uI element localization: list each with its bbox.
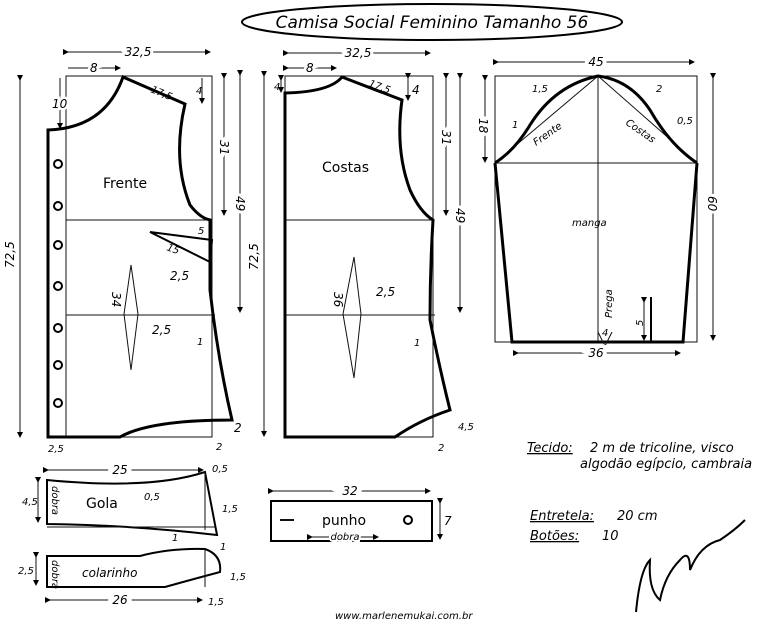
collar-dimension-arrows (33, 467, 204, 603)
back-armhole-label: 31 (439, 130, 453, 145)
back-side-in-label: 1 (414, 338, 420, 349)
sleeve-pleat-width-label: 4 (602, 328, 608, 339)
sleeve-front-label: Frente (531, 121, 564, 149)
front-width-label: 32,5 (125, 45, 152, 59)
front-neck-depth-label: 10 (52, 97, 68, 111)
back-waist-dart-label: 36 (331, 292, 345, 308)
sleeve-cap-height-label: 18 (476, 118, 490, 134)
collar-width-label: 25 (112, 463, 127, 477)
signature (635, 519, 746, 613)
collar-stand-d3-label: 1,5 (208, 597, 224, 608)
back-neck-depth-label: 4 (274, 82, 280, 93)
back-shoulder-drop-label: 4 (412, 83, 420, 97)
front-waist-length-label: 49 (233, 196, 247, 211)
collar-height-label: 4,5 (22, 497, 38, 508)
title-oval (241, 3, 623, 41)
collar-stand-d2-label: 1,5 (230, 572, 246, 583)
cuff-width-label: 32 (342, 484, 357, 498)
back-hem-out-label: 2 (438, 443, 444, 454)
collar-stand-piece-name: colarinho (82, 566, 137, 580)
back-piece-name: Costas (322, 160, 369, 176)
back-neck-width-label: 8 (306, 61, 314, 75)
front-piece (46, 74, 234, 439)
front-placket-label: 2,5 (48, 444, 64, 455)
collar-stand-d1-label: 1 (220, 542, 226, 553)
cuff-dimension-arrows (268, 488, 443, 540)
buttons-value: 10 (602, 529, 619, 544)
cuff-piece (270, 500, 433, 542)
back-piece (283, 75, 452, 439)
sleeve-width-label: 45 (588, 55, 603, 69)
back-shoulder-label: 17,5 (367, 78, 392, 96)
back-waist-length-label: 49 (453, 208, 467, 223)
back-width-label: 32,5 (345, 46, 372, 60)
sleeve-back-label: Costas (623, 117, 657, 145)
collar-d2-label: 0,5 (144, 492, 160, 503)
front-shoulder-label: 17,5 (149, 85, 174, 104)
page-title: Camisa Social Feminino Tamanho 56 (276, 13, 589, 33)
back-length-label: 72,5 (247, 243, 261, 270)
back-hem-rise-label: 4,5 (458, 422, 474, 433)
front-waist-dart-label: 34 (109, 292, 123, 307)
buttons-label: Botões: (530, 529, 579, 544)
cuff-fold-label: dobra (330, 532, 359, 543)
front-hem-out-label: 2 (216, 442, 222, 453)
front-dart-height-label: 5 (198, 226, 204, 237)
front-neck-width-label: 8 (90, 61, 98, 75)
front-side-in-label: 1 (197, 337, 203, 348)
collar-fold-label: dobra (49, 486, 60, 515)
cuff-piece-name: punho (322, 513, 366, 529)
interfacing-value: 20 cm (617, 509, 658, 524)
sleeve-pleat-label: Prega (604, 289, 615, 318)
collar-stand-piece (46, 547, 222, 588)
fabric-label: Tecido: (527, 441, 573, 456)
fabric-line-1: 2 m de tricoline, visco (590, 441, 734, 456)
front-waist-dart-width-label: 2,5 (152, 323, 171, 337)
sleeve-dimension-arrows (493, 59, 716, 356)
sleeve-back-05-label: 0,5 (677, 116, 693, 127)
buttonhole-icons (53, 159, 63, 408)
back-dimension-arrows (261, 50, 488, 437)
front-armhole-label: 31 (217, 140, 231, 155)
collar-stand-fold-label: dobra (49, 560, 60, 589)
front-dart-length-label: 15 (165, 242, 181, 257)
front-dart-width-label: 2,5 (170, 269, 189, 283)
sleeve-hem-width-label: 36 (588, 346, 604, 360)
front-dimension-arrows (17, 49, 243, 438)
collar-band-piece (46, 470, 219, 537)
front-shoulder-drop-label: 4 (196, 86, 202, 97)
sleeve-piece (493, 74, 699, 348)
footer-url: www.marlenemukai.com.br (335, 611, 473, 619)
collar-piece-name: Gola (86, 496, 118, 512)
sleeve-piece-name: manga (572, 218, 607, 229)
front-length-label: 72,5 (3, 241, 17, 268)
front-piece-name: Frente (103, 176, 147, 192)
sleeve-slit-label: 5 (635, 320, 646, 326)
sleeve-front-15-label: 1,5 (532, 84, 548, 95)
sleeve-length-label: 60 (705, 196, 719, 212)
cuff-buttonhole-icon (403, 515, 413, 525)
collar-stand-width-label: 26 (112, 593, 128, 607)
collar-stand-height-label: 2,5 (18, 566, 34, 577)
collar-d1-label: 0,5 (212, 464, 228, 475)
collar-d4-label: 1 (172, 533, 178, 544)
sleeve-front-1-label: 1 (512, 120, 518, 131)
collar-d3-label: 1,5 (222, 504, 238, 515)
fabric-line-2: algodão egípcio, cambraia (580, 457, 752, 472)
sleeve-back-2-label: 2 (656, 84, 662, 95)
front-hem-rise-label: 2 (234, 421, 242, 435)
cuff-height-label: 7 (444, 514, 452, 528)
interfacing-label: Entretela: (530, 509, 594, 524)
back-waist-dart-width-label: 2,5 (376, 285, 395, 299)
